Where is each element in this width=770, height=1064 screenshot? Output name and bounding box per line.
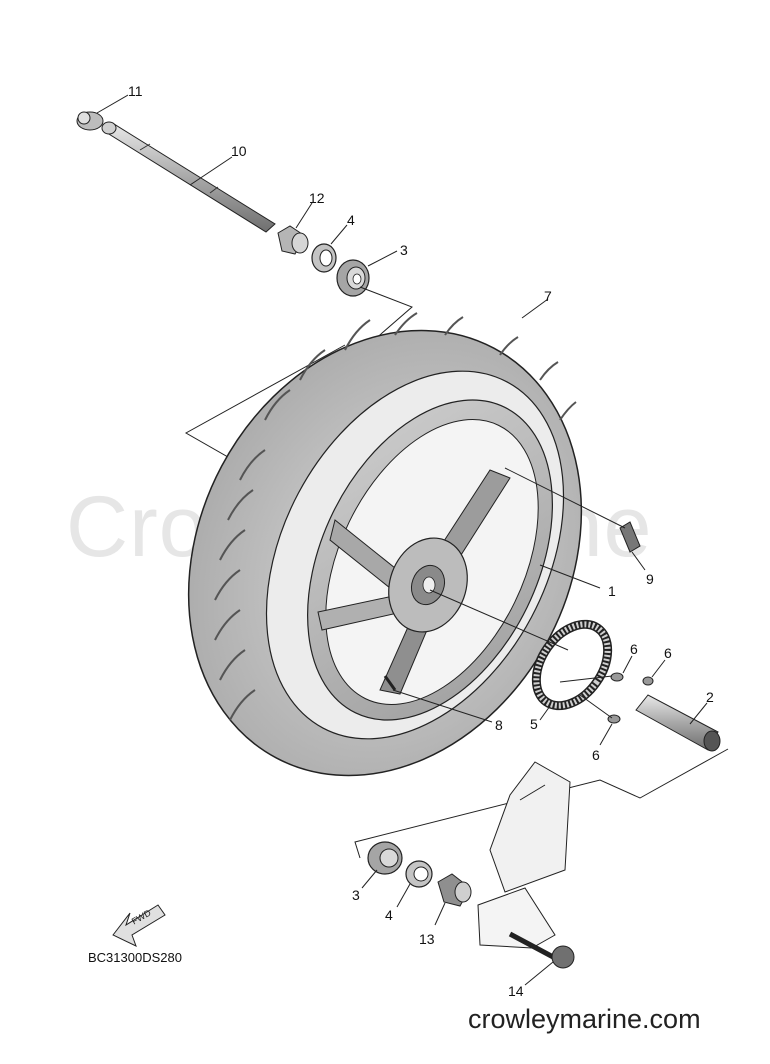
- callout-3-top: 3: [400, 242, 408, 258]
- oil-seal-4-bottom: [396, 860, 433, 908]
- collar-11: [76, 94, 129, 131]
- callout-11: 11: [128, 83, 143, 99]
- callout-9: 9: [646, 571, 654, 587]
- callout-6-c: 6: [592, 747, 600, 763]
- site-footer: crowleymarine.com: [468, 1004, 701, 1034]
- spacer-12: [277, 202, 313, 255]
- callout-14: 14: [508, 983, 524, 999]
- sensor-rotor-5: [429, 589, 613, 721]
- callout-4-top: 4: [347, 212, 355, 228]
- callout-7: 7: [544, 288, 552, 304]
- forward-arrow-icon: [112, 904, 166, 947]
- callout-8: 8: [495, 717, 503, 733]
- bolt-14: [508, 931, 575, 986]
- callout-12: 12: [309, 190, 325, 206]
- assembly-guide-bottom: [354, 748, 729, 859]
- callout-10: 10: [231, 143, 247, 159]
- valve-9: [504, 467, 646, 571]
- valve-stem-8: [383, 675, 493, 723]
- diagram-code: BC31300DS280: [88, 950, 182, 965]
- callout-2: 2: [706, 689, 714, 705]
- wheel-rim-1: [307, 298, 601, 721]
- callout-1: 1: [608, 583, 616, 599]
- callout-6-a: 6: [630, 641, 638, 657]
- oil-seal-4-top: [311, 224, 348, 273]
- callout-5: 5: [530, 716, 538, 732]
- collar-2: [635, 694, 721, 752]
- callout-13: 13: [419, 931, 435, 947]
- callout-3-bottom: 3: [352, 887, 360, 903]
- screws-6: [559, 655, 666, 746]
- axle-10: [101, 121, 276, 233]
- callout-4-bottom: 4: [385, 907, 393, 923]
- front-fork-leg: [477, 761, 571, 949]
- spacer-13: [434, 873, 472, 926]
- bearing-3-bottom: [361, 841, 403, 889]
- callout-6-b: 6: [664, 645, 672, 661]
